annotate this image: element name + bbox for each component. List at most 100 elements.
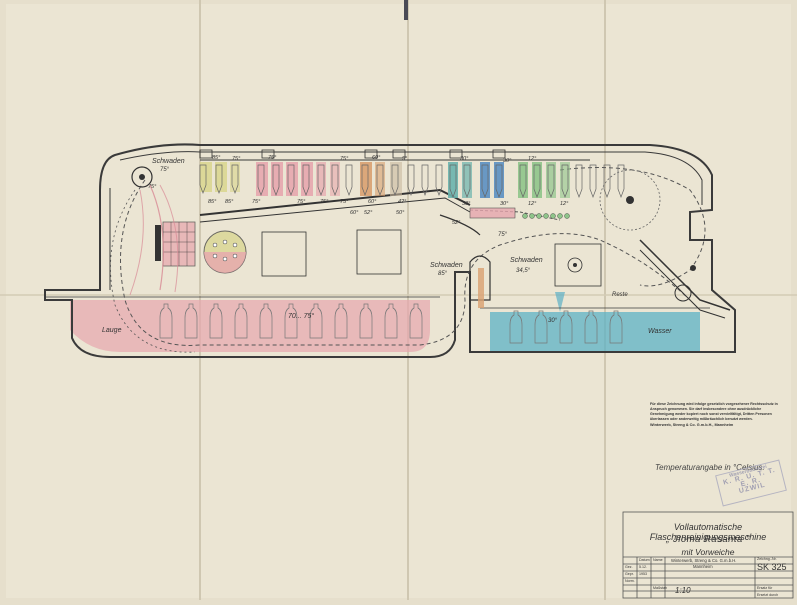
label-reste: Reste	[612, 292, 628, 298]
pump-wheel	[567, 257, 583, 273]
temp-label: 4?°	[398, 199, 407, 205]
drawing-no-label: Zeichng.-Nr.	[757, 557, 777, 561]
bottle-chain-path	[120, 179, 691, 346]
roller	[674, 284, 692, 302]
ersatz-label: Ersatz für	[757, 586, 773, 590]
drawing-number: SK 325	[757, 562, 787, 572]
temp-label: 60°	[368, 199, 377, 205]
label-schwaden-top: Schwaden	[152, 158, 185, 165]
inspection-window	[261, 231, 307, 277]
temp-label: 75°	[297, 199, 306, 205]
drawing-title: Vollautomatische Flaschenreinigungsmasch…	[649, 522, 767, 542]
temp-label: 12°	[528, 201, 537, 207]
chain-guide	[199, 188, 471, 216]
label-schwaden-mid-temp: 85°	[438, 271, 448, 277]
temp-label: 75°	[340, 156, 349, 162]
label-schwaden-mid: Schwaden	[430, 262, 463, 269]
bottle-row-tank	[159, 303, 623, 344]
label-lauge: Lauge	[102, 327, 122, 334]
date-label: Datum	[639, 558, 650, 562]
temp-label: 75°	[252, 199, 261, 205]
vapor-flow	[129, 189, 144, 296]
jet-row	[522, 213, 570, 219]
copyright-notice: Für diese Zeichnung wird infolge gesetzl…	[650, 402, 782, 428]
nozzle-box	[492, 149, 506, 159]
title-block: Vollautomatische Flaschenreinigungsmasch…	[623, 512, 793, 598]
temp-label: 30°	[500, 201, 509, 207]
ersetzt-label: Ersetzt durch	[757, 593, 779, 597]
circular-pump	[203, 230, 247, 274]
label-lauge-temp: 70... 75°	[288, 312, 314, 320]
temperature-labels: 75° 85° 85° 85° 75° 75° 75° 75° 75° 75° …	[148, 155, 569, 226]
temperature-note: Temperaturangabe in °Celsius.	[655, 463, 765, 472]
temp-label: 75°	[268, 155, 277, 161]
inspection-window	[554, 243, 602, 287]
drawing-subtitle: mit Vorweiche	[681, 547, 735, 557]
nozzle-box	[364, 149, 378, 159]
label-schwaden-right: Schwaden	[510, 257, 543, 264]
overflow-pipe	[478, 268, 484, 308]
row-norm: Norm.	[625, 579, 635, 583]
nozzle-box	[392, 149, 406, 159]
lauge-tank	[70, 300, 430, 352]
scale-label: Maßstab	[653, 586, 667, 590]
temp-label: 75°	[320, 199, 329, 205]
temp-label: 30°	[503, 158, 512, 164]
temp-label: 30°	[460, 156, 469, 162]
bottle-chain-path	[110, 189, 196, 353]
heater-grid	[155, 221, 196, 267]
notice-firm: Winterwerb, Streng & Co. G.m.b.H., Mannh…	[650, 423, 734, 427]
chain-guide	[439, 214, 481, 236]
temp-label: 5°	[402, 156, 408, 162]
water-spray	[555, 292, 565, 312]
wasser-tank	[490, 312, 700, 352]
discharge-conveyor	[639, 239, 731, 311]
nozzle-box	[449, 149, 463, 159]
divider-wall	[469, 255, 491, 301]
label-schwaden-top-temp: 75°	[160, 167, 170, 173]
inspection-window	[356, 229, 402, 275]
temp-label: 85°	[225, 199, 234, 205]
temp-label: 52°	[452, 220, 461, 226]
label-schwaden-right-temp: 34,5°	[516, 268, 531, 274]
label-wasser-temp: 30°	[548, 318, 558, 324]
firm-line2: Mannheim	[693, 564, 713, 569]
roller-hub	[690, 265, 696, 271]
drive-wheel-hub	[139, 174, 145, 180]
drive-wheel	[131, 166, 153, 188]
firm-line1: Winterwerb, Streng & Co. G.m.b.H.	[671, 558, 737, 563]
gepr-date: 1953	[639, 572, 647, 576]
machine-name: „ Jloma Rasanta "	[666, 534, 750, 545]
nozzle-box	[261, 149, 275, 159]
temp-label: 85°	[212, 155, 221, 161]
bottle-chain-path	[559, 167, 706, 287]
row-gepr: Gepr.	[625, 572, 634, 576]
temp-label: 75°	[232, 156, 241, 162]
title-block-frame	[622, 511, 794, 599]
machine-outline	[44, 143, 736, 358]
gez-date: 5.12.	[639, 565, 647, 569]
temp-label: 85°	[208, 199, 217, 205]
nozzle-box	[199, 149, 213, 159]
chain-guide	[199, 197, 471, 223]
label-curve-temp: 75°	[498, 232, 508, 238]
temp-label: 52°	[364, 210, 373, 216]
inner-outline	[119, 151, 703, 205]
transfer-wheel	[599, 169, 661, 231]
temp-label: 30°	[462, 201, 471, 207]
row-gez: Gez.	[625, 565, 633, 569]
temp-label: 12°	[560, 201, 569, 207]
vapor-flow	[159, 184, 179, 293]
discharge-conveyor	[639, 249, 726, 319]
temp-label: 60°	[372, 155, 381, 161]
temp-label: 75°	[340, 199, 349, 205]
temp-label: 12°	[528, 156, 537, 162]
name-label: Name	[653, 558, 663, 562]
scale-value: 1:10	[675, 586, 691, 595]
vapor-flow	[149, 184, 164, 291]
pump-wheel-hub	[573, 263, 577, 267]
notice-text: Für diese Zeichnung wird infolge gesetzl…	[650, 402, 778, 421]
transfer-wheel-hub	[626, 196, 634, 204]
